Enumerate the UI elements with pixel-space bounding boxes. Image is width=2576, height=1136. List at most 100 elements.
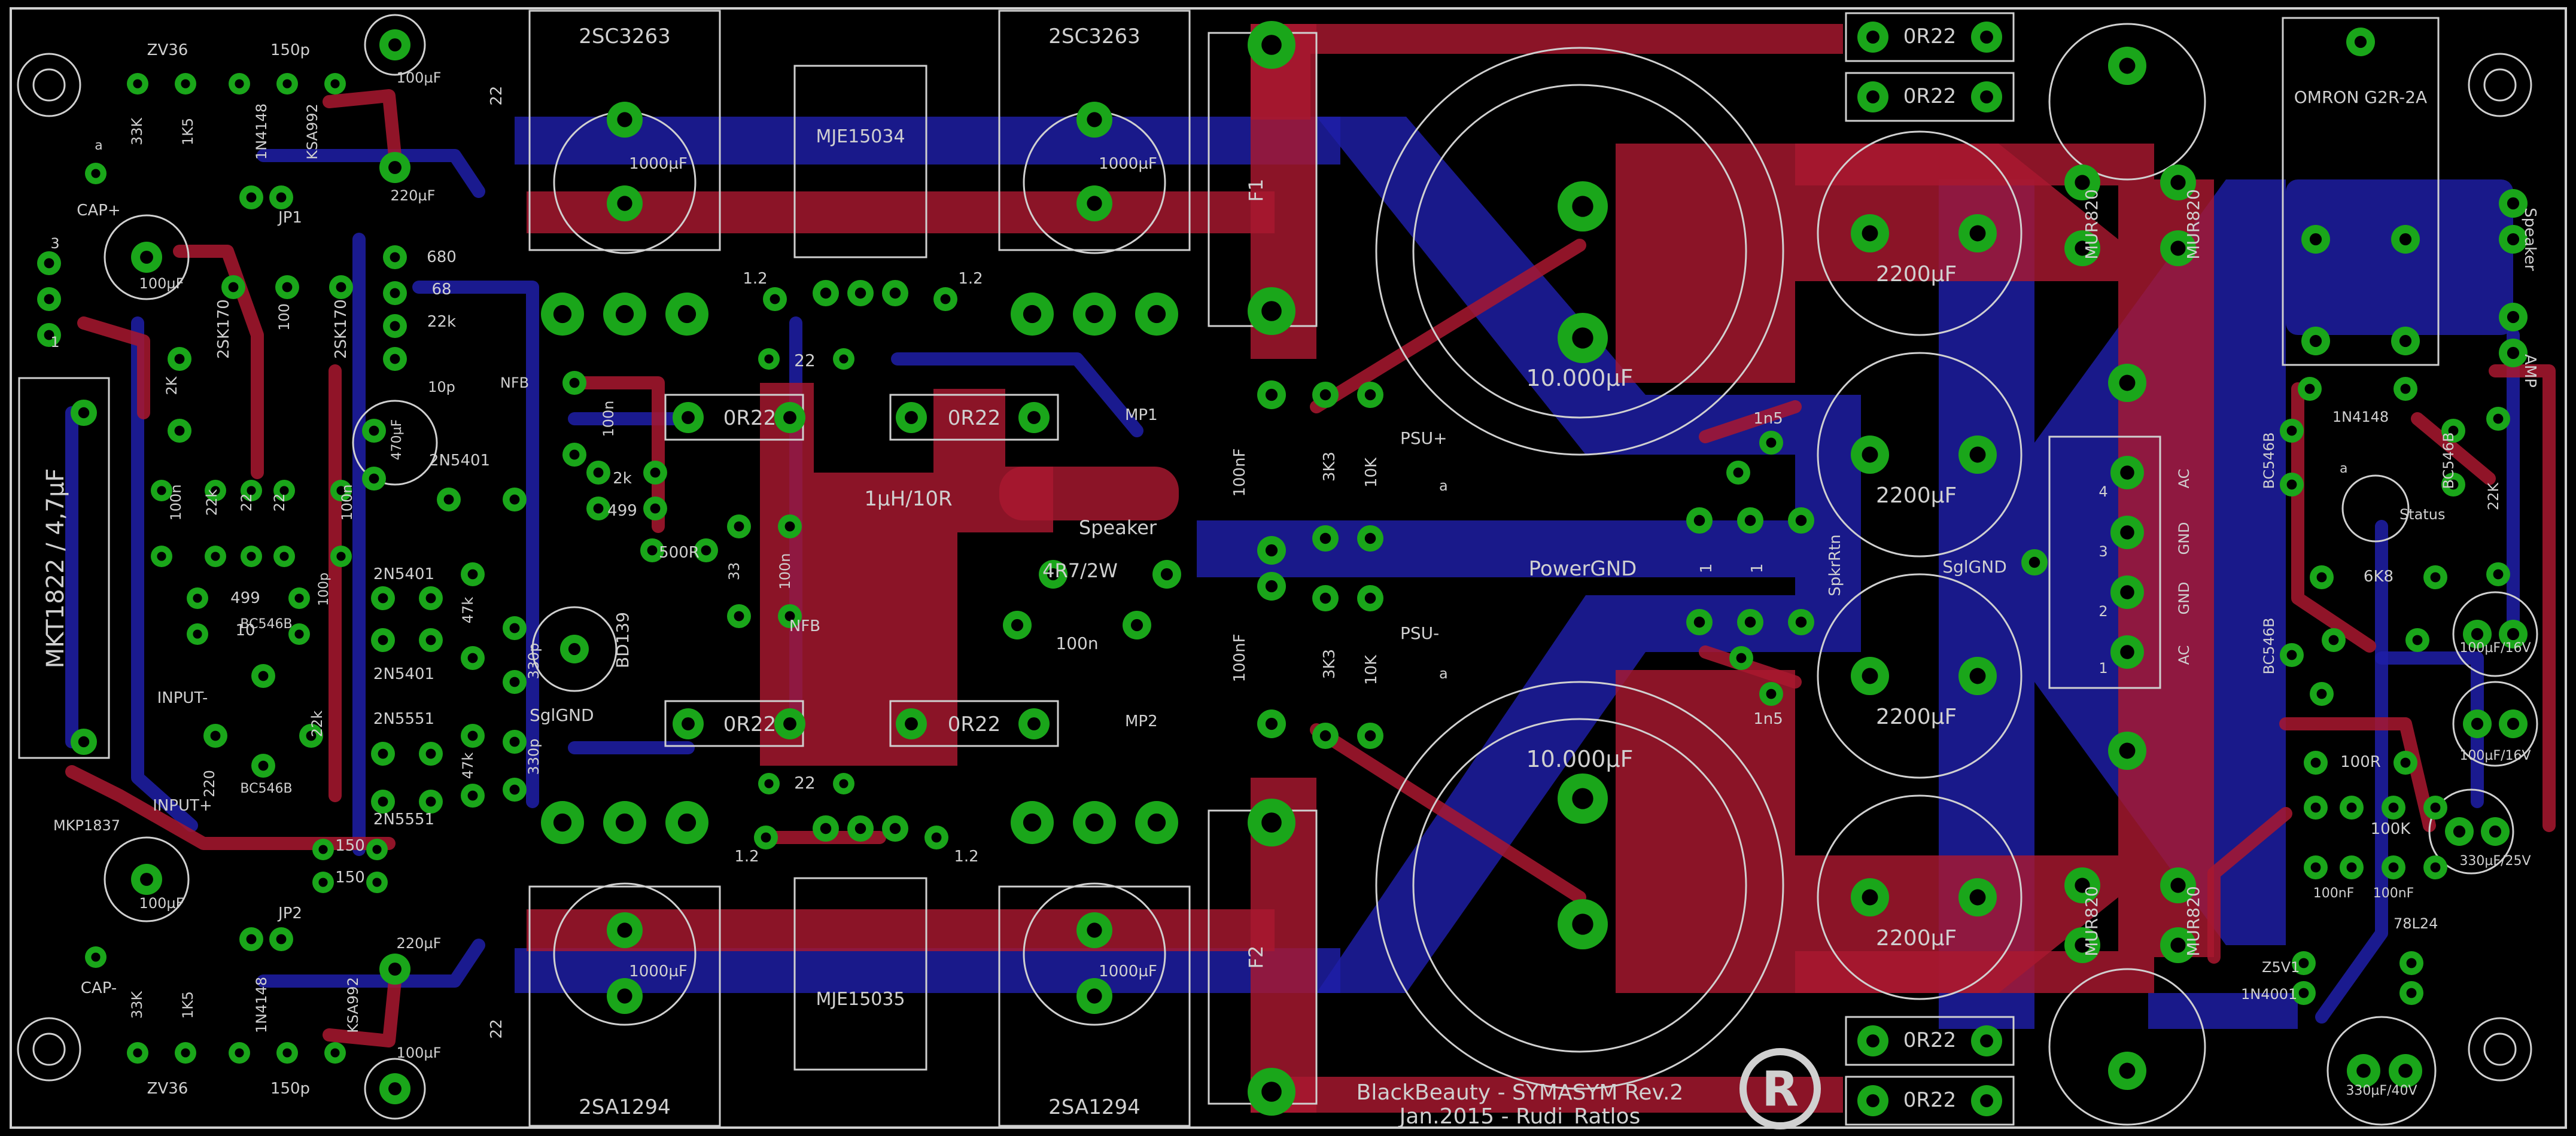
pad-drill: [369, 425, 379, 436]
pad-drill: [650, 467, 661, 478]
pad-drill: [615, 304, 634, 324]
pad-drill: [390, 288, 400, 299]
pad-drill: [617, 922, 632, 938]
q-bot-left-label: 2SA1294: [579, 1095, 671, 1119]
pad-drill: [2119, 374, 2136, 391]
pad-drill: [820, 287, 832, 299]
pad-drill: [2507, 346, 2520, 360]
pad-drill: [2430, 862, 2441, 873]
pad-drill: [1572, 196, 1593, 217]
top-copper-layer: [65, 24, 2556, 1113]
pad-drill: [390, 321, 400, 331]
board-outline: [10, 7, 2567, 1129]
pad-drill: [1980, 1034, 1993, 1047]
pad-drill: [2507, 197, 2520, 210]
cap-1000-d: 1000µF: [1099, 963, 1157, 980]
c220u-b: 220µF: [397, 935, 442, 952]
reg-label: 78L24: [2393, 915, 2438, 932]
mur-c: MUR820: [2082, 886, 2101, 957]
pad-drill: [509, 494, 520, 505]
pad-drill: [2412, 635, 2423, 645]
pad-drill: [1023, 813, 1042, 832]
pad-drill: [369, 473, 379, 484]
pad-drill: [617, 112, 632, 127]
pad-drill: [764, 354, 774, 364]
mur-a: MUR820: [2082, 189, 2101, 260]
sglgnd-a: SglGND: [530, 705, 594, 725]
pad-drill: [390, 354, 400, 364]
pad-drill: [2170, 175, 2186, 190]
pad-drill: [2430, 802, 2441, 813]
pad-drill: [1130, 619, 1143, 632]
pad-drill: [677, 304, 697, 324]
pad-drill: [2309, 233, 2322, 246]
r47k-a: 47k: [460, 597, 476, 624]
r680: 680: [427, 248, 457, 266]
speaker-label: Speaker: [1079, 516, 1157, 539]
c1n5-a: 1n5: [1753, 410, 1783, 428]
pad-drill: [617, 988, 632, 1004]
pad-drill: [2489, 825, 2502, 838]
pad-drill: [336, 486, 346, 495]
pad-drill: [174, 354, 185, 364]
pad-drill: [820, 823, 832, 835]
pad-drill: [2316, 572, 2327, 583]
pad-drill: [770, 294, 780, 304]
mkt-label: MKT1822 / 4,7µF: [42, 468, 69, 669]
pad-drill: [2398, 1064, 2413, 1078]
pad-drill: [2170, 937, 2186, 953]
pad-drill: [140, 873, 153, 886]
pad-drill: [1265, 717, 1278, 730]
pad-drill: [617, 196, 632, 211]
c100p: 100p: [317, 572, 331, 606]
pad-drill: [2286, 479, 2297, 490]
pad-drill: [181, 1048, 190, 1058]
pad-drill: [44, 294, 54, 304]
pad-drill: [2354, 35, 2367, 48]
r33k-a: 33K: [129, 117, 145, 146]
pad-drill: [1085, 813, 1104, 832]
ksa-top: KSA992: [304, 103, 321, 160]
pad-drill: [276, 192, 287, 203]
pad-drill: [2304, 383, 2315, 394]
pad-drill: [467, 790, 478, 801]
fuse1-label: F1: [1245, 179, 1267, 202]
pad-drill: [889, 823, 901, 835]
pad-drill: [2406, 958, 2417, 969]
pad-drill: [2075, 175, 2090, 190]
pad-drill: [425, 635, 436, 645]
pad-drill: [2507, 628, 2520, 641]
pad-drill: [2028, 556, 2040, 568]
pad-drill: [443, 494, 454, 505]
r150-a: 150: [335, 837, 365, 855]
pad-drill: [2075, 240, 2090, 256]
r2k-b: 2k: [613, 470, 632, 488]
pad-drill: [2119, 57, 2136, 74]
pad-drill: [784, 521, 795, 532]
mp2-label: MP2: [1125, 712, 1158, 730]
pad-drill: [228, 282, 239, 293]
r22-a: 22: [488, 86, 506, 105]
pad-drill: [1047, 568, 1060, 581]
pad-drill: [2400, 757, 2411, 768]
pad-drill: [181, 79, 190, 89]
input-plus: INPUT+: [153, 797, 212, 815]
cap-1000-c: 1000µF: [629, 963, 688, 980]
pad-drill: [2388, 862, 2399, 873]
pad-drill: [2507, 233, 2520, 246]
pad-drill: [1087, 196, 1102, 211]
pad-a-1: a: [1439, 477, 1448, 494]
pad-drill: [211, 486, 220, 495]
pad-drill: [258, 671, 269, 681]
c100n-d: 100n: [600, 400, 617, 437]
c100nF-b: 100nF: [1231, 634, 1249, 682]
pad-drill: [1572, 788, 1593, 809]
c100nF-d: 100nF: [2373, 886, 2414, 901]
pad-drill: [425, 796, 436, 807]
credit-line1: BlackBeauty - SYMASYM Rev.2: [1357, 1080, 1684, 1105]
pad-drill: [44, 330, 54, 340]
pad-drill: [1147, 304, 1166, 324]
pad-drill: [378, 635, 388, 645]
psu-minus: PSU-: [1400, 623, 1439, 643]
